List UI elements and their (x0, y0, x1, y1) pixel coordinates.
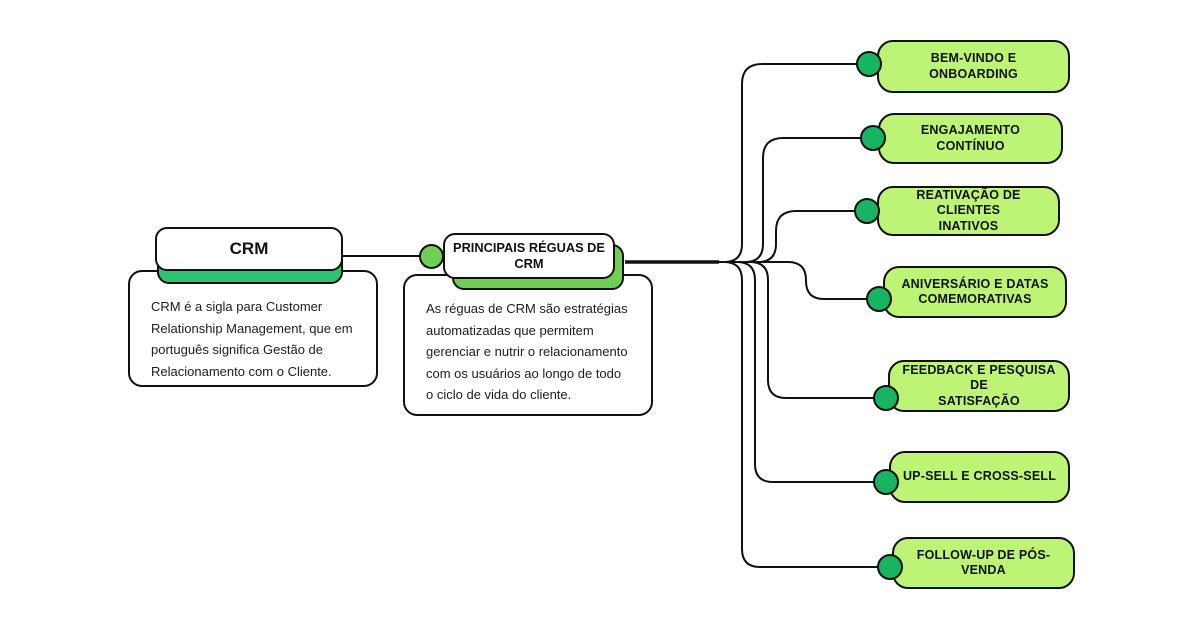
root-description-text: CRM é a sigla para Customer Relationship… (151, 299, 353, 379)
branch-dot-icon[interactable] (854, 198, 880, 224)
connector-branch-4 (716, 261, 879, 300)
branch-label: ENGAJAMENTO CONTÍNUO (920, 123, 1021, 153)
hub-description-text: As réguas de CRM são estratégias automat… (426, 301, 628, 402)
root-title-card[interactable]: CRM (155, 227, 343, 271)
connector-branch-2 (716, 137, 873, 263)
branch-node-aniversario-e-datas-comemorativas[interactable]: ANIVERSÁRIO E DATAS COMEMORATIVAS (883, 266, 1067, 318)
root-description-card[interactable]: CRM é a sigla para Customer Relationship… (128, 270, 378, 387)
connector-branch-5 (716, 261, 886, 399)
hub-collapse-handle-icon[interactable] (419, 244, 444, 269)
connector-branch-7 (716, 261, 890, 568)
branch-node-engajamento-continuo[interactable]: ENGAJAMENTO CONTÍNUO (878, 113, 1063, 164)
branch-label: BEM-VINDO E ONBOARDING (929, 51, 1018, 81)
branch-dot-icon[interactable] (856, 51, 882, 77)
branch-node-up-sell-e-cross-sell[interactable]: UP-SELL E CROSS-SELL (889, 451, 1070, 503)
hub-title-text: PRINCIPAIS RÉGUAS DE CRM (453, 240, 605, 271)
connector-branch-6 (716, 261, 886, 483)
hub-title-card[interactable]: PRINCIPAIS RÉGUAS DE CRM (443, 233, 615, 279)
branch-node-feedback-e-pesquisa-de-satisfacao[interactable]: FEEDBACK E PESQUISA DE SATISFAÇÃO (888, 360, 1070, 412)
branch-node-follow-up-de-pos-venda[interactable]: FOLLOW-UP DE PÓS- VENDA (892, 537, 1075, 589)
branch-label: FOLLOW-UP DE PÓS- VENDA (916, 547, 1051, 578)
branch-dot-icon[interactable] (873, 469, 899, 495)
branch-label: ANIVERSÁRIO E DATAS COMEMORATIVAS (901, 276, 1049, 307)
branch-dot-icon[interactable] (866, 286, 892, 312)
branch-label: FEEDBACK E PESQUISA DE SATISFAÇÃO (902, 362, 1056, 408)
branch-node-reativacao-de-clientes-inativos[interactable]: REATIVAÇÃO DE CLIENTES INATIVOS (877, 186, 1060, 236)
root-title-text: CRM (229, 239, 269, 258)
branch-dot-icon[interactable] (873, 385, 899, 411)
connector-branch-1 (716, 63, 869, 263)
branch-label: REATIVAÇÃO DE CLIENTES INATIVOS (916, 187, 1021, 233)
branch-node-bem-vindo-e-onboarding[interactable]: BEM-VINDO E ONBOARDING (877, 40, 1070, 93)
branch-dot-icon[interactable] (860, 125, 886, 151)
branch-label: UP-SELL E CROSS-SELL (902, 469, 1057, 484)
hub-description-card[interactable]: As réguas de CRM são estratégias automat… (403, 274, 653, 416)
branch-dot-icon[interactable] (877, 554, 903, 580)
